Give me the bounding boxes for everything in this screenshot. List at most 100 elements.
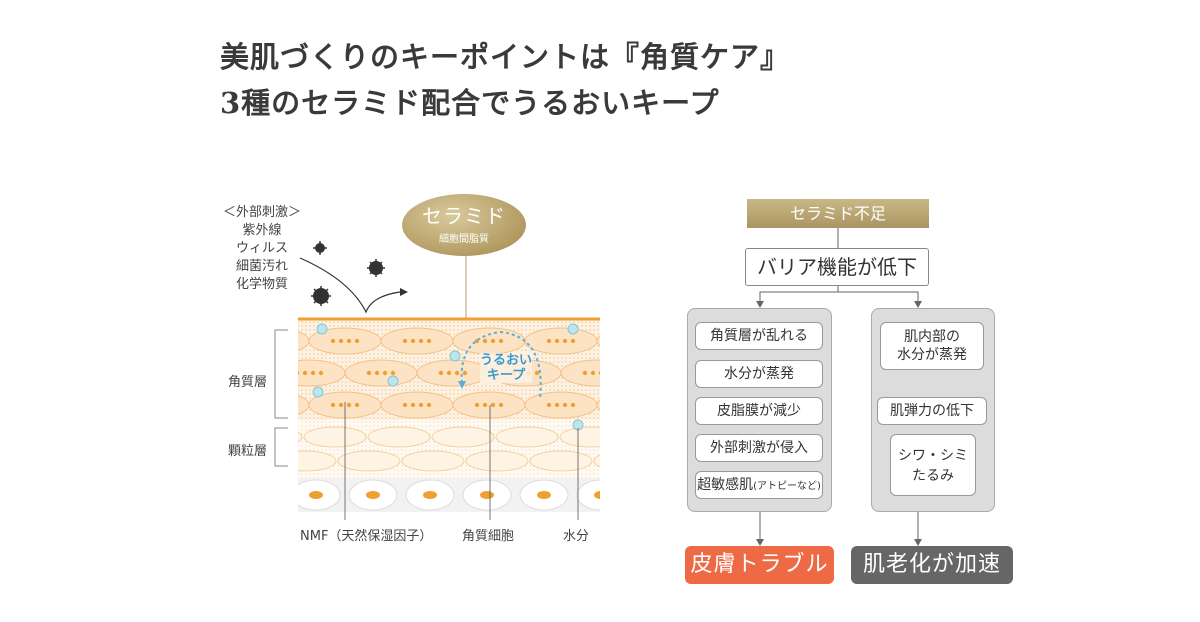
corneocyte-cell [560, 359, 600, 387]
nucleus [594, 491, 600, 499]
granular-cell [431, 426, 495, 448]
nmf-dot [474, 402, 480, 408]
external-item: 化学物質 [235, 277, 288, 292]
nmf-dot [598, 371, 600, 375]
headline-line2: 3種のセラミド配合でうるおいキープ [220, 86, 720, 120]
headline-line1: 美肌づくりのキーポイントは『角質ケア』 [220, 40, 791, 74]
granular-cell [367, 426, 431, 448]
external-title: ＜外部刺激＞ [222, 205, 301, 220]
nmf-dot [482, 338, 488, 344]
nmf-dot [330, 338, 336, 344]
label-nmf: NMF（天然保湿因子） [300, 529, 433, 544]
aging-item: 肌内部の 水分が蒸発 [880, 322, 984, 370]
nmf-dot [546, 338, 552, 344]
granular-cell [337, 450, 401, 472]
nmf-dot [482, 402, 488, 408]
ceramide-badge: セラミド 細胞間脂質 [402, 194, 526, 256]
nmf-dot [418, 338, 424, 344]
moisture-keep-label: うるおい キープ [480, 353, 533, 383]
nmf-dot [498, 402, 504, 408]
nmf-dot [426, 338, 432, 344]
nmf-dot [582, 370, 588, 376]
external-item: ウィルス [235, 241, 288, 256]
external-item: 細菌汚れ [235, 259, 288, 274]
nmf-dot [410, 338, 416, 344]
granular-cell [495, 426, 559, 448]
result-skin-trouble: 皮膚トラブル [685, 546, 834, 584]
aging-item: 肌弾力の低下 [877, 397, 987, 425]
nmf-dot [590, 370, 596, 376]
nmf-dot [346, 402, 352, 408]
ceramide-title: セラミド [422, 204, 506, 228]
nmf-dot [338, 338, 344, 344]
nmf-dot [534, 370, 540, 376]
nmf-dot [410, 402, 416, 408]
nmf-dot [554, 402, 560, 408]
nmf-dot [318, 370, 324, 376]
granular-cell [303, 426, 367, 448]
nmf-dot [562, 402, 568, 408]
trouble-item: 皮脂膜が減少 [695, 397, 823, 425]
nmf-dot [446, 370, 452, 376]
stimulus-particles [311, 241, 385, 306]
aging-item: シワ・シミ たるみ [890, 434, 976, 496]
corneocyte-cell [596, 335, 600, 347]
nmf-dot [438, 370, 444, 376]
external-item: 紫外線 [242, 223, 282, 238]
granular-cell [401, 450, 465, 472]
aging-item-line: 肌内部の [904, 329, 960, 345]
nmf-dot [302, 370, 308, 376]
nmf-dot [554, 338, 560, 344]
layer-label-stratum-corneum: 角質層 [228, 375, 268, 390]
external-stimuli: ＜外部刺激＞ 紫外線 ウィルス 細菌汚れ 化学物質 [212, 204, 312, 294]
result-aging: 肌老化が加速 [851, 546, 1013, 584]
nmf-dot [462, 370, 468, 376]
label-water: 水分 [563, 529, 590, 544]
nucleus [366, 491, 380, 499]
nmf-dot [498, 338, 504, 344]
corneocyte-cell [596, 399, 600, 411]
trouble-item: 角質層が乱れる [695, 322, 823, 350]
trouble-item: 外部刺激が侵入 [695, 434, 823, 462]
nmf-dot [418, 402, 424, 408]
nmf-dot [490, 402, 496, 408]
nucleus [480, 491, 494, 499]
nmf-dot [366, 370, 372, 376]
nmf-dot [570, 402, 576, 408]
ceramide-deficiency-header: セラミド不足 [747, 199, 929, 228]
ceramide-subtitle: 細胞間脂質 [439, 234, 489, 245]
granular-cell [593, 454, 600, 468]
nmf-dot [390, 370, 396, 376]
nmf-dot [354, 402, 360, 408]
nmf-dot [454, 370, 460, 376]
nmf-dot [298, 371, 300, 375]
nmf-dot [402, 402, 408, 408]
nmf-dot [402, 338, 408, 344]
aging-item-line: シワ・シミ [898, 448, 968, 464]
sensitive-note: (アトピーなど) [753, 481, 821, 492]
nmf-dot [338, 402, 344, 408]
granular-cell [298, 431, 303, 443]
trouble-item-sensitive: 超敏感肌(アトピーなど) [695, 471, 823, 499]
moisture-keep-line1: うるおい [480, 353, 533, 368]
headline: 美肌づくりのキーポイントは『角質ケア』 3種のセラミド配合でうるおいキープ [220, 34, 790, 126]
moisture-keep-line2: キープ [486, 368, 526, 383]
nmf-dot [570, 338, 576, 344]
nucleus [309, 491, 323, 499]
granular-cell [465, 450, 529, 472]
nmf-dot [382, 370, 388, 376]
nmf-dot [562, 338, 568, 344]
nmf-dot [346, 338, 352, 344]
nmf-dot [354, 338, 360, 344]
nmf-dot [546, 402, 552, 408]
nucleus [423, 491, 437, 499]
granular-cell [559, 426, 600, 448]
trouble-item: 水分が蒸発 [695, 360, 823, 388]
granular-cell [529, 450, 593, 472]
label-corneocyte: 角質細胞 [462, 529, 515, 544]
granular-cell [298, 450, 337, 472]
nmf-dot [490, 338, 496, 344]
layer-label-granular: 顆粒層 [228, 444, 268, 459]
nmf-dot [374, 370, 380, 376]
